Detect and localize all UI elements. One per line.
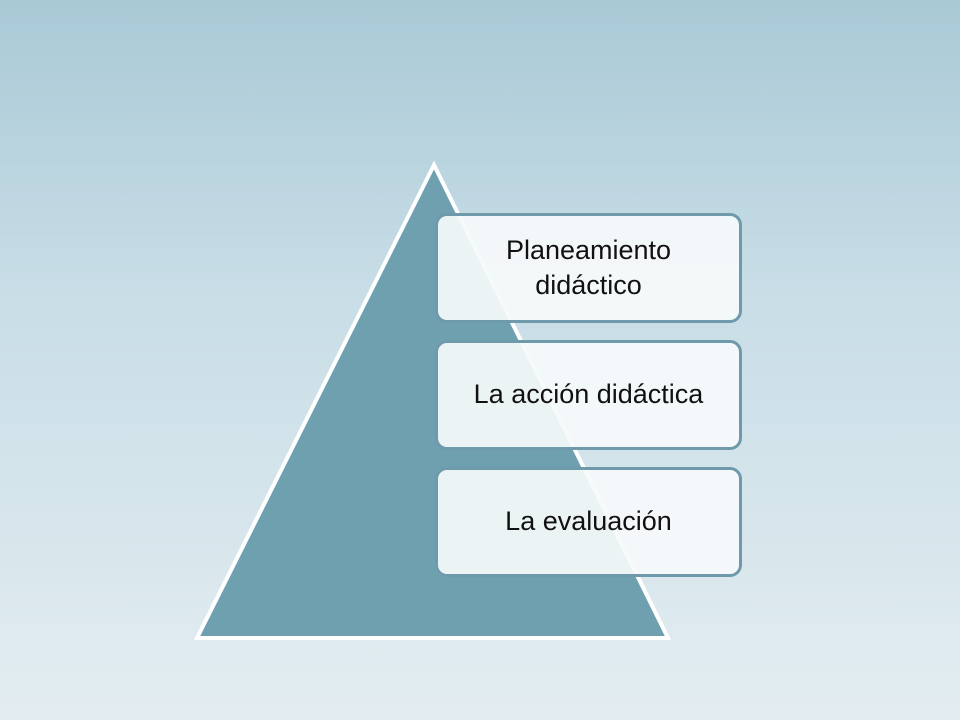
level-1-label-line1: Planeamiento (505, 234, 672, 265)
level-2-label: La acción didáctica (473, 379, 704, 410)
level-3-label: La evaluación (505, 506, 672, 537)
pyramid-level-planeamiento-didactico: Planeamiento didáctico (435, 213, 742, 323)
pyramid-level-evaluacion: La evaluación (435, 467, 742, 577)
level-1-label: Planeamiento didáctico (506, 233, 671, 303)
pyramid-level-accion-didactica: La acción didáctica (435, 340, 742, 450)
level-1-label-line2: didáctico (535, 270, 642, 300)
